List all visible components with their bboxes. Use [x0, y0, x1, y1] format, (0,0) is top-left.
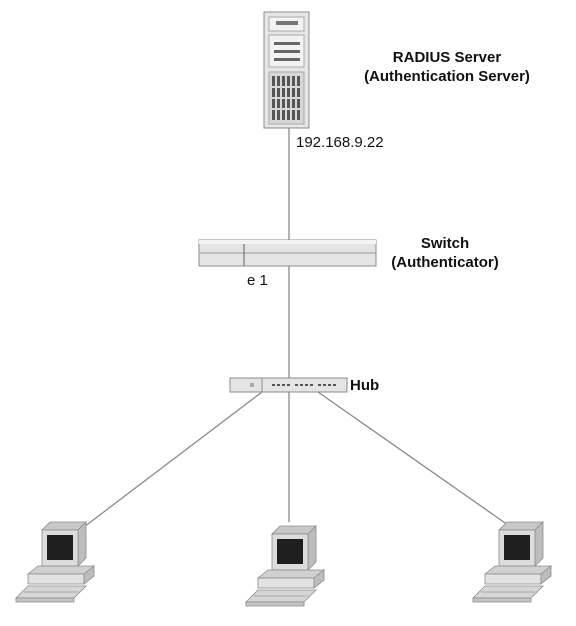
client-center-computer-icon	[245, 525, 325, 607]
link-hub-client-right	[317, 391, 509, 526]
client-right-computer-icon	[472, 521, 552, 603]
server-ip: 192.168.9.22	[296, 134, 384, 151]
link-hub-client-left	[79, 391, 263, 531]
client-left-computer-icon	[15, 521, 95, 603]
switch-port: e 1	[247, 272, 268, 289]
switch-label: Switch (Authenticator)	[380, 234, 510, 272]
hub-name: Hub	[350, 377, 380, 394]
switch-icon	[198, 239, 377, 267]
server-label: RADIUS Server (Authentication Server)	[352, 48, 542, 86]
server-icon	[263, 11, 310, 129]
switch-role: (Authenticator)	[391, 254, 499, 271]
server-role: (Authentication Server)	[364, 68, 530, 85]
connections	[79, 128, 509, 531]
server-name: RADIUS Server	[392, 49, 502, 66]
hub-icon	[229, 377, 348, 393]
switch-name: Switch	[420, 235, 470, 252]
